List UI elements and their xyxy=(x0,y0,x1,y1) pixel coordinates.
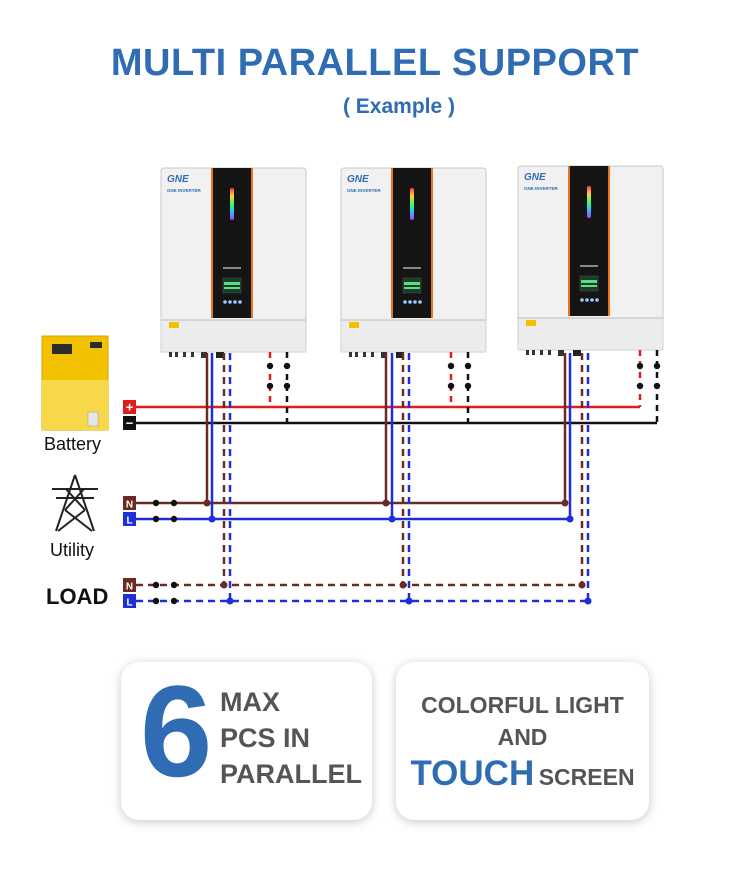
max-parallel-number: 6 xyxy=(140,658,213,804)
utility-pylon-icon xyxy=(52,474,98,532)
feature-touch-word: TOUCH xyxy=(410,754,535,793)
max-parallel-card: 6 MAX PCS IN PARALLEL xyxy=(121,662,372,820)
terminal-plus-label: + xyxy=(126,400,134,415)
feature-line-3: TOUCH SCREEN xyxy=(396,754,649,794)
load-n-terminal: N xyxy=(123,578,136,593)
terminal-minus-label: − xyxy=(126,416,134,431)
parallel-wiring-diagram: GNE GNE INVERTER xyxy=(41,165,664,609)
inverter-unit-1 xyxy=(160,167,307,359)
svg-text:L: L xyxy=(126,598,132,609)
svg-text:N: N xyxy=(126,582,133,593)
utility-ac-bus xyxy=(136,353,574,523)
feature-card: COLORFUL LIGHT AND TOUCH SCREEN xyxy=(396,662,649,820)
battery-minus-terminal: − xyxy=(123,416,136,431)
svg-text:L: L xyxy=(126,516,132,527)
battery-dc-bus xyxy=(136,350,661,425)
max-line-1: MAX xyxy=(220,687,280,717)
inverter-unit-3 xyxy=(517,165,664,357)
battery-label: Battery xyxy=(44,434,102,454)
svg-text:N: N xyxy=(126,500,133,511)
load-l-terminal: L xyxy=(123,594,136,609)
utility-label: Utility xyxy=(50,540,94,560)
max-line-3: PARALLEL xyxy=(220,759,362,789)
feature-screen-word: SCREEN xyxy=(538,764,635,790)
page-subtitle: ( Example ) xyxy=(342,95,456,118)
page-title: MULTI PARALLEL SUPPORT xyxy=(110,42,640,84)
max-line-2: PCS IN xyxy=(220,723,311,753)
feature-line-2: AND xyxy=(497,724,548,750)
load-ac-bus xyxy=(136,353,592,605)
utility-n-terminal: N xyxy=(123,496,136,511)
feature-line-1: COLORFUL LIGHT xyxy=(421,692,624,718)
utility-l-terminal: L xyxy=(123,512,136,527)
battery-pack xyxy=(41,335,109,431)
load-label: LOAD xyxy=(46,584,109,609)
max-parallel-text: MAX PCS IN PARALLEL xyxy=(220,684,362,792)
battery-plus-terminal: + xyxy=(123,400,136,415)
inverter-unit-2 xyxy=(340,167,487,359)
